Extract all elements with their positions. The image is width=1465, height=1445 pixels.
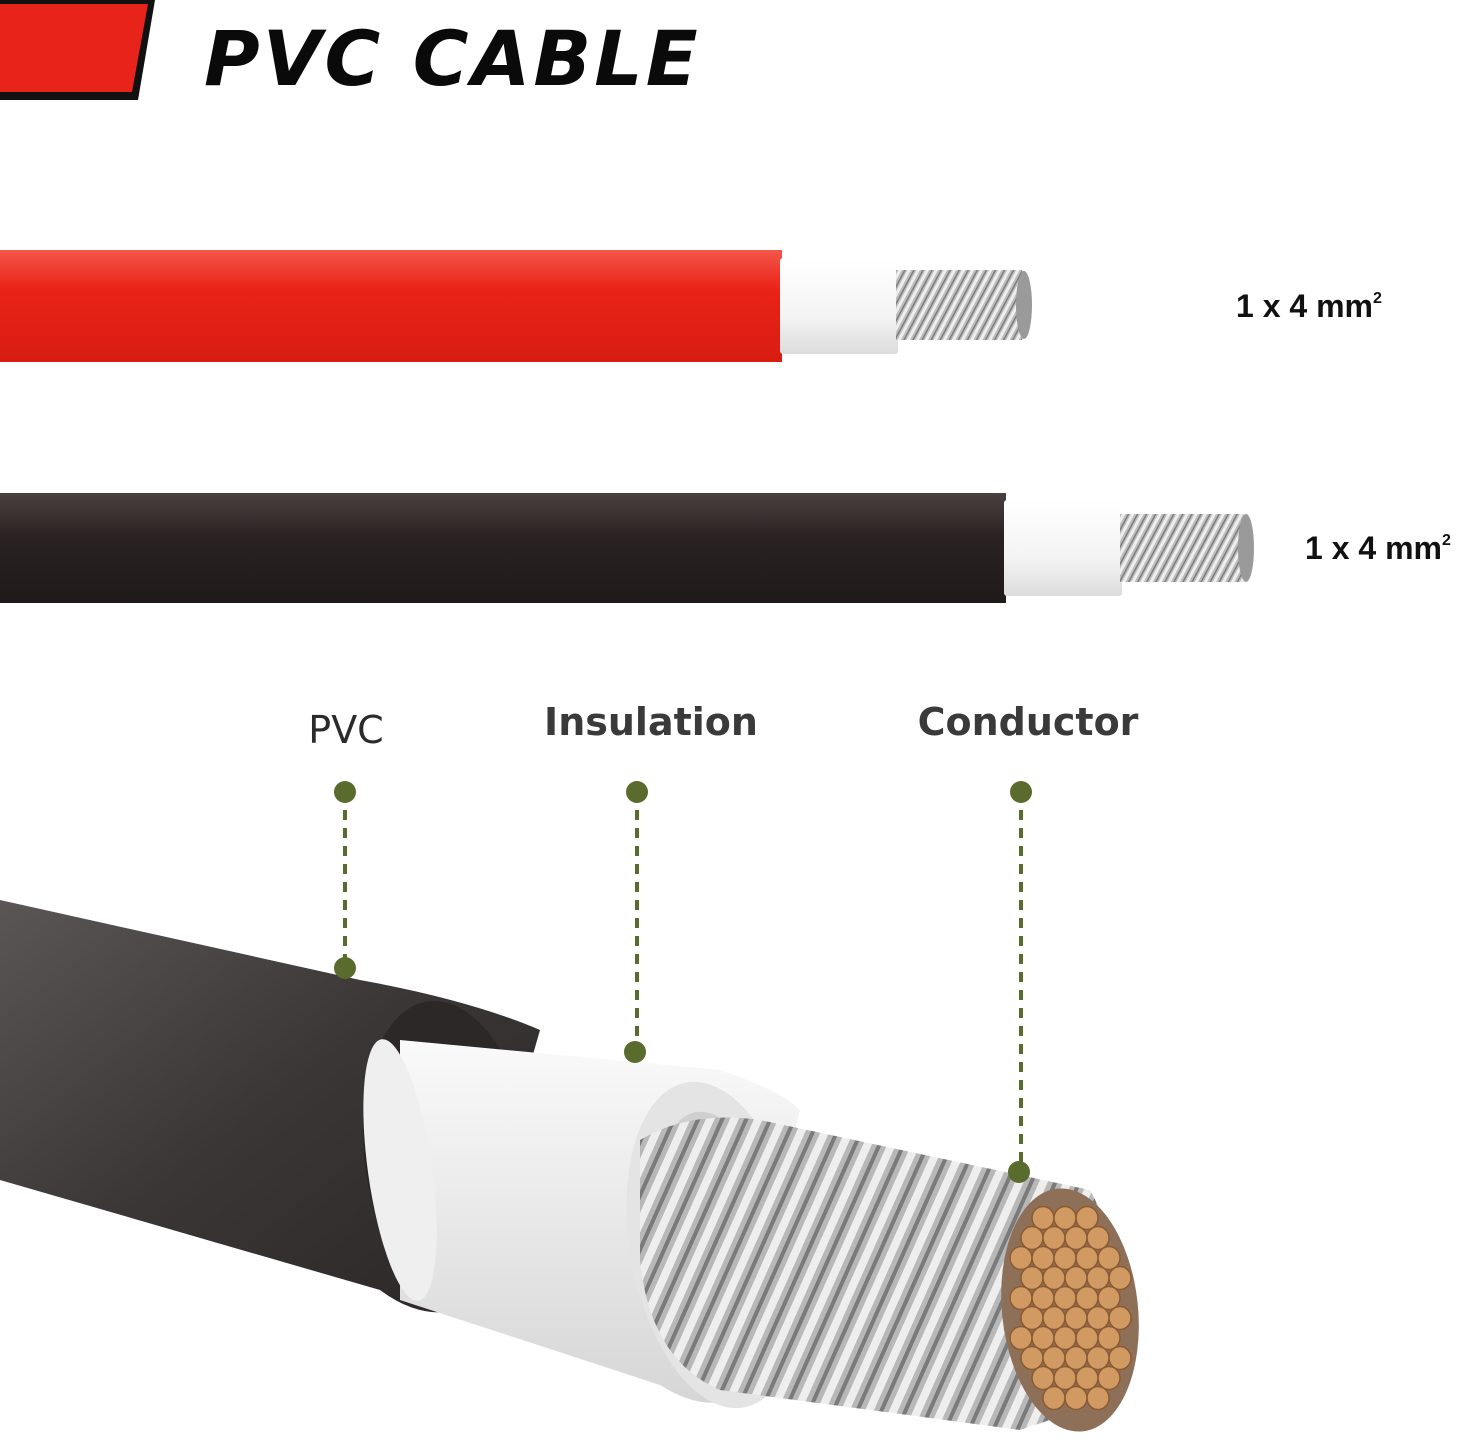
copper-strand — [1031, 1365, 1055, 1391]
copper-strand — [1086, 1345, 1110, 1371]
callout-dot-top — [334, 781, 356, 803]
copper-strand — [1086, 1385, 1110, 1411]
header-accent-bar — [0, 0, 155, 100]
black-cable-jacket — [0, 493, 1006, 603]
copper-strand — [1020, 1265, 1044, 1291]
red-cable — [0, 250, 1032, 362]
copper-strand — [1009, 1325, 1033, 1351]
red-cable-jacket — [0, 250, 782, 362]
copper-strand — [1097, 1245, 1121, 1271]
callout-insulation — [624, 781, 648, 1063]
black-cable-conductor — [1120, 514, 1250, 582]
copper-strand — [1064, 1385, 1088, 1411]
copper-strand — [1064, 1305, 1088, 1331]
copper-strand — [1031, 1325, 1055, 1351]
black-cable-size-label: 1 x 4 mm2 — [1305, 530, 1451, 567]
callout-dot-bottom — [624, 1041, 646, 1063]
copper-strand — [1031, 1205, 1055, 1231]
copper-strand — [1108, 1265, 1132, 1291]
callout-conductor — [1008, 781, 1032, 1183]
copper-strand — [1009, 1285, 1033, 1311]
cross-section-cable — [0, 900, 1139, 1432]
copper-strands — [1009, 1205, 1132, 1411]
copper-strand — [1086, 1225, 1110, 1251]
copper-strand — [1097, 1325, 1121, 1351]
copper-strand — [1020, 1305, 1044, 1331]
copper-strand — [1075, 1285, 1099, 1311]
copper-strand — [1042, 1225, 1066, 1251]
copper-strand — [1064, 1345, 1088, 1371]
copper-strand — [1075, 1365, 1099, 1391]
cross-section-conductor — [640, 1117, 1122, 1430]
copper-strand — [1075, 1325, 1099, 1351]
copper-strand — [1053, 1285, 1077, 1311]
copper-strand — [1020, 1345, 1044, 1371]
copper-strand — [1042, 1385, 1066, 1411]
black-cable — [0, 493, 1254, 603]
callout-pvc — [334, 781, 356, 979]
copper-strand — [1108, 1345, 1132, 1371]
label-pvc: PVC — [308, 708, 384, 752]
copper-strand — [1086, 1265, 1110, 1291]
copper-strand — [1009, 1245, 1033, 1271]
copper-strand — [1053, 1205, 1077, 1231]
red-cable-size-label: 1 x 4 mm2 — [1236, 288, 1382, 325]
copper-strand — [1086, 1305, 1110, 1331]
copper-strand — [1097, 1285, 1121, 1311]
red-cable-size-text: 1 x 4 mm — [1236, 288, 1373, 324]
black-cable-size-superscript: 2 — [1441, 532, 1451, 549]
copper-strand — [1042, 1345, 1066, 1371]
copper-strand — [1042, 1305, 1066, 1331]
page-title: PVC CABLE — [204, 14, 701, 103]
copper-strand — [1053, 1245, 1077, 1271]
copper-strand — [1042, 1265, 1066, 1291]
copper-strand — [1064, 1225, 1088, 1251]
copper-strand — [1064, 1265, 1088, 1291]
copper-strand — [1075, 1245, 1099, 1271]
black-cable-insulation — [1004, 500, 1122, 596]
black-cable-size-text: 1 x 4 mm — [1305, 530, 1442, 566]
label-insulation: Insulation — [544, 700, 758, 744]
callout-dot-bottom — [1008, 1161, 1030, 1183]
copper-strand — [1053, 1325, 1077, 1351]
red-cable-size-superscript: 2 — [1372, 290, 1382, 307]
copper-strand — [1075, 1205, 1099, 1231]
callout-dot-top — [1010, 781, 1032, 803]
copper-strand — [1031, 1245, 1055, 1271]
callout-dot-top — [626, 781, 648, 803]
copper-strand — [1097, 1365, 1121, 1391]
label-conductor: Conductor — [917, 700, 1139, 744]
red-cable-insulation — [780, 258, 898, 354]
red-cable-conductor — [896, 270, 1028, 340]
callout-dot-bottom — [334, 957, 356, 979]
copper-strand — [1020, 1225, 1044, 1251]
copper-strand — [1108, 1305, 1132, 1331]
copper-strand — [1053, 1365, 1077, 1391]
copper-strand — [1031, 1285, 1055, 1311]
